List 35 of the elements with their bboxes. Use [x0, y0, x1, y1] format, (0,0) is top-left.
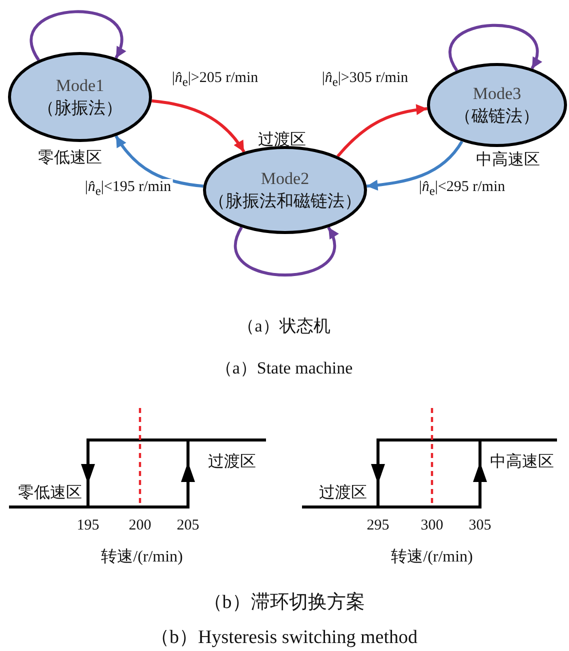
tick-label: 200	[128, 518, 152, 534]
state-ellipse	[8, 52, 152, 142]
axis-label: 转速/(r/min)	[391, 547, 473, 568]
tick-label: 305	[468, 518, 492, 534]
region-label: 过渡区	[319, 483, 367, 504]
mode-label: Mode3	[472, 84, 522, 104]
tick-label: 205	[176, 518, 200, 534]
region-label: 过渡区	[208, 452, 256, 472]
self-loop-arrow	[234, 226, 338, 276]
state-ellipse	[203, 146, 367, 234]
caption: （b）滞环切换方案	[203, 590, 365, 615]
method-label: （脉振法和磁链法）	[208, 190, 362, 212]
mode-label: Mode2	[260, 169, 310, 189]
region-label: 过渡区	[258, 130, 306, 150]
caption: （a）状态机	[238, 316, 330, 338]
region-label: 零低速区	[18, 483, 82, 504]
caption: （b）Hysteresis switching method	[150, 626, 418, 650]
region-label: 零低速区	[38, 148, 102, 168]
tick-label: 195	[76, 518, 100, 534]
state-ellipse	[427, 63, 567, 147]
transition-arrow	[152, 99, 246, 153]
region-label: 中高速区	[490, 452, 554, 472]
axis-label: 转速/(r/min)	[101, 547, 183, 568]
self-loop-arrow	[30, 10, 125, 61]
method-label: （脉振法）	[38, 98, 122, 120]
transition-arrow	[114, 135, 204, 188]
region-label: 中高速区	[476, 150, 540, 170]
tick-label: 295	[366, 518, 390, 534]
mode-label: Mode1	[56, 76, 104, 96]
transition-arrow	[366, 140, 464, 191]
self-loop-arrow	[449, 24, 541, 72]
tick-label: 300	[420, 518, 444, 534]
caption: （a）State machine	[215, 358, 353, 380]
transition-arrow	[336, 104, 428, 158]
method-label: （磁链法）	[454, 106, 540, 128]
